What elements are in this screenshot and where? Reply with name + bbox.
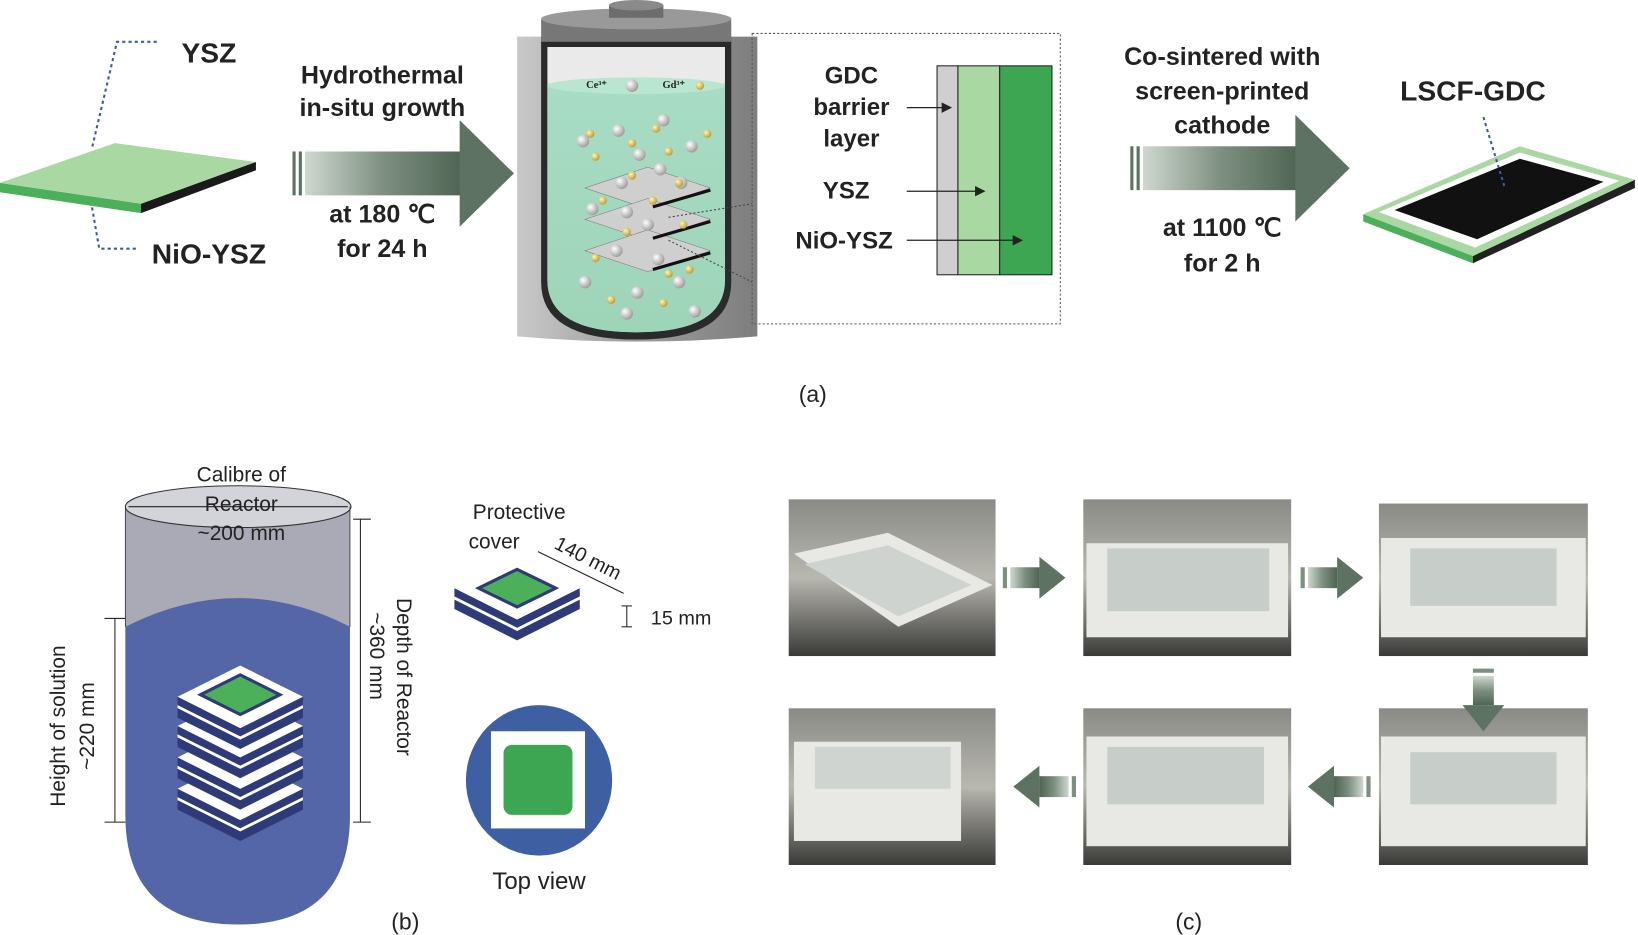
step2-title-2: screen-printed <box>1135 77 1309 105</box>
top-view-label: Top view <box>492 868 586 895</box>
depth-label-1: Depth of Reactor <box>392 598 415 756</box>
cover-height-label: 15 mm <box>651 608 712 630</box>
ysz-leader <box>90 40 157 149</box>
step2-cond-1: at 1100 ℃ <box>1163 214 1282 242</box>
photo-3 <box>1378 503 1588 657</box>
nio-leader <box>90 206 136 250</box>
plate-stack <box>177 665 303 841</box>
ysz-layer-label: YSZ <box>823 178 870 205</box>
calibre-label-3: ~200 mm <box>198 522 286 545</box>
cover-width-label: 140 mm <box>551 533 625 585</box>
photo-4 <box>1378 708 1588 865</box>
step2-title-1: Co-sintered with <box>1124 43 1320 71</box>
step2-title-3: cathode <box>1174 112 1270 140</box>
dimension-lines <box>104 506 371 823</box>
cover-label-1: Protective <box>473 501 566 524</box>
panel-a-label: (a) <box>799 381 827 407</box>
step1-title-1: Hydrothermal <box>301 62 464 90</box>
step1-cond-2: for 24 h <box>337 235 428 263</box>
step1-cond-1: at 180 ℃ <box>329 201 435 229</box>
ce-ion-label: Ce³⁺ <box>586 80 607 91</box>
layer-cross-section <box>936 65 1053 276</box>
arrow-right-icon <box>1300 556 1364 599</box>
arrow-left-icon <box>1013 765 1076 808</box>
gd-ion-label: Gd³⁺ <box>663 80 686 91</box>
panel-c-label: (c) <box>1175 909 1202 935</box>
ysz-label: YSZ <box>182 37 237 69</box>
gdc-label-2: barrier <box>813 94 889 121</box>
protective-cover <box>454 556 580 641</box>
step2-cond-2: for 2 h <box>1184 250 1261 278</box>
lscf-cell <box>1363 146 1635 264</box>
nio-ysz-label: NiO-YSZ <box>152 237 266 269</box>
step1-title-2: in-situ growth <box>300 94 466 122</box>
height-label-2: ~220 mm <box>76 682 99 770</box>
gdc-label-1: GDC <box>825 63 878 90</box>
photo-1 <box>788 499 996 657</box>
top-view-diagram <box>465 705 613 856</box>
autoclave-reactor <box>517 0 758 342</box>
arrow-left-icon <box>1307 765 1371 808</box>
assembly-photos <box>788 499 1588 865</box>
lscf-gdc-label: LSCF-GDC <box>1400 74 1546 106</box>
arrow-right-icon <box>1002 556 1066 599</box>
depth-label-2: ~360 mm <box>365 612 388 700</box>
nio-layer-label: NiO-YSZ <box>795 228 892 255</box>
height-label-1: Height of solution <box>47 645 70 806</box>
panel-b-label: (b) <box>391 909 419 935</box>
photo-6 <box>788 708 996 865</box>
layer-detail-box <box>751 32 1061 325</box>
substrate-plate <box>0 143 256 214</box>
arrow-cosinter <box>1130 114 1350 222</box>
calibre-label-1: Calibre of <box>197 464 287 487</box>
layer-pointer-arrows <box>906 102 1024 246</box>
cover-dimensions <box>537 551 633 628</box>
cover-label-2: cover <box>469 530 520 553</box>
photo-2 <box>1083 499 1292 657</box>
gdc-label-3: layer <box>823 125 879 152</box>
calibre-label-2: Reactor <box>205 493 278 516</box>
photo-5 <box>1083 708 1292 865</box>
arrow-hydrothermal <box>292 120 514 227</box>
